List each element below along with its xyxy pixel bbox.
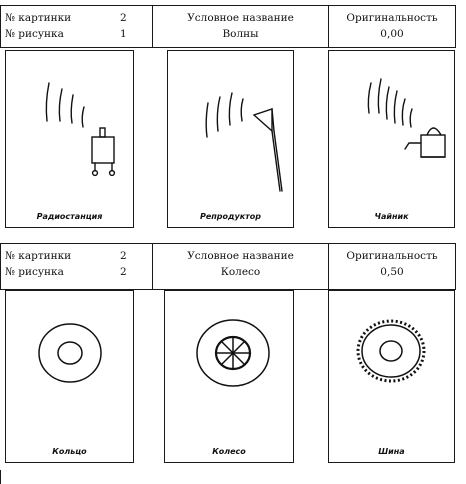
drawing-number-label: № рисунка (5, 28, 64, 40)
picture-number-label: № картинки (5, 250, 72, 262)
radio-station-icon (45, 82, 116, 177)
loudspeaker-icon (205, 92, 283, 192)
drawing-card: Репродуктор (167, 50, 294, 228)
picture-number-label: № картинки (5, 12, 72, 24)
drawing-card: Радиостанция (5, 50, 134, 228)
card-caption: Радиостанция (36, 212, 103, 221)
conditional-name-value: Волны (222, 28, 259, 40)
originality-value: 0,50 (380, 266, 404, 278)
originality-label: Оригинальность (346, 250, 438, 262)
bottom-rule (0, 470, 2, 484)
conditional-name-label: Условное название (187, 250, 294, 262)
drawing-card: Кольцо (5, 290, 134, 463)
tire-icon (356, 319, 426, 383)
drawing-number: 2 (120, 266, 127, 278)
card-caption: Чайник (374, 212, 409, 221)
drawing-card: Чайник (328, 50, 455, 228)
drawing-card: Шина (328, 290, 455, 463)
picture-number: 2 (120, 12, 127, 24)
picture-number: 2 (120, 250, 127, 262)
originality-label: Оригинальность (346, 12, 438, 24)
conditional-name-value: Колесо (220, 266, 261, 278)
card-caption: Репродуктор (199, 212, 261, 221)
ring-icon (38, 323, 102, 383)
drawing-number-label: № рисунка (5, 266, 64, 278)
card-caption: Кольцо (52, 447, 87, 456)
drawing-card: Колесо (164, 290, 294, 463)
conditional-name-label: Условное название (187, 12, 294, 24)
drawing-number: 1 (120, 28, 127, 40)
originality-value: 0,00 (380, 28, 404, 40)
wheel-icon (196, 319, 270, 387)
card-caption: Колесо (212, 447, 246, 456)
kettle-icon (367, 78, 446, 158)
card-caption: Шина (378, 447, 405, 456)
